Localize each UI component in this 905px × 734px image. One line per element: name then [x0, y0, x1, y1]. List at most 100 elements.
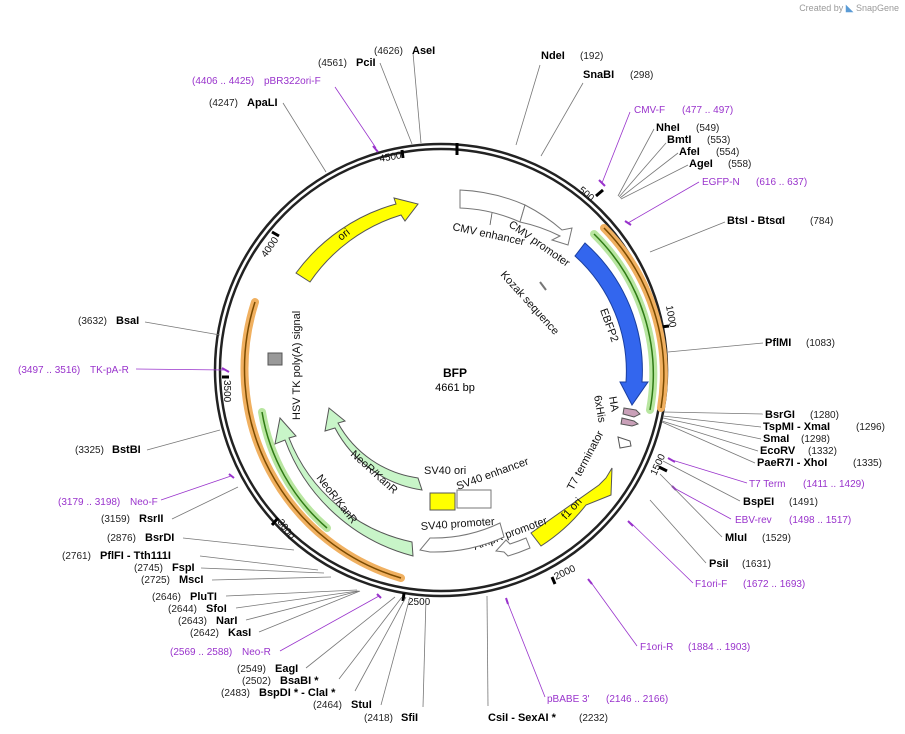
enzyme-bsrgi-pos: (1280): [810, 410, 839, 421]
enzyme-bmti-pos: (553): [707, 135, 730, 146]
primer-ebv-rev-name: EBV-rev: [735, 515, 772, 526]
feature-hsvtk-shape: [267, 352, 283, 366]
leader-msci: [211, 576, 332, 581]
leader-apali: [282, 102, 327, 173]
enzyme-kasi-pos: (2642): [190, 628, 219, 639]
leader-pflfi: [199, 555, 319, 571]
feature-sv40-promoter: SV40 promoter: [420, 516, 495, 533]
leader-pbabe3: [506, 600, 546, 698]
leader-bsai: [144, 321, 221, 336]
primer-mark-neo-f: [228, 473, 235, 479]
orf-neor-line: [243, 301, 402, 579]
primer-f1ori-r-name: F1ori-R: [640, 642, 673, 653]
tick-2000: 2000: [553, 563, 578, 583]
feature-ampr-promoter-shape: [494, 537, 531, 557]
enzyme-csii-pos: (2232): [579, 713, 608, 724]
enzyme-mlui-name: MluI: [725, 532, 747, 544]
leader-bsabi: [338, 596, 403, 680]
primer-mark-f1ori-f: [627, 520, 634, 527]
leader-asei: [412, 52, 422, 144]
primer-mark-t7-term: [667, 457, 676, 463]
feature-t7-terminator: T7 terminator: [565, 429, 606, 493]
leader-tk-pa-r: [135, 368, 226, 371]
enzyme-asei-name: AseI: [412, 45, 435, 57]
feature-6xhis-shape: [620, 417, 640, 427]
enzyme-psii-name: PsiI: [709, 558, 729, 570]
enzyme-labels: NdeI (192) SnaBI (298) NheI (549) BmtI (…: [62, 45, 885, 724]
primer-mark-pbr322ori-f: [372, 145, 379, 153]
enzyme-msci-name: MscI: [179, 574, 203, 586]
leader-eagi: [305, 596, 396, 669]
leader-tspmi: [662, 415, 762, 428]
leader-bsrgi: [663, 411, 764, 415]
enzyme-bstbi-pos: (3325): [75, 445, 104, 456]
enzyme-bspdi-pos: (2483): [221, 688, 250, 699]
feature-kozak: Kozak sequence: [498, 269, 561, 337]
primer-neo-f-name: Neo-F: [130, 497, 158, 508]
primer-leaders: [135, 86, 748, 698]
enzyme-apali-pos: (4247): [209, 98, 238, 109]
enzyme-bspei-pos: (1491): [789, 497, 818, 508]
enzyme-eagi-name: EagI: [275, 663, 298, 675]
enzyme-pcii-name: PciI: [356, 57, 376, 69]
enzyme-pflfi-name: PflFI - Tth111I: [100, 550, 171, 562]
feature-cmv-promoter-shape: [519, 204, 573, 246]
enzyme-apali-name: ApaLI: [247, 97, 278, 109]
leader-sfii: [422, 597, 427, 708]
tick-1500-mark: [658, 465, 668, 473]
leader-ecorv: [661, 420, 759, 452]
enzyme-stui-name: StuI: [351, 699, 372, 711]
enzyme-bsabi-name: BsaBI *: [280, 675, 319, 687]
leader-csii: [486, 595, 489, 707]
tick-500-mark: [595, 188, 604, 198]
enzyme-agei-pos: (558): [728, 159, 751, 170]
enzyme-smai-name: SmaI: [763, 433, 789, 445]
tick-4500-mark: [400, 149, 405, 159]
enzyme-fspi-pos: (2745): [134, 563, 163, 574]
enzyme-btsi-pos: (784): [810, 216, 833, 227]
feature-hsvtk: HSV TK poly(A) signal: [291, 311, 303, 420]
plasmid-size: 4661 bp: [435, 382, 475, 394]
credit-prefix: Created by: [799, 3, 844, 13]
primer-egfp-n-range: (616 .. 637): [756, 177, 807, 188]
leader-ebv-rev: [673, 487, 732, 520]
enzyme-leaders: [144, 52, 764, 708]
enzyme-pflmi-pos: (1083): [806, 338, 835, 349]
enzyme-bmti-name: BmtI: [667, 134, 691, 146]
feature-f1ori-shape: [530, 467, 613, 547]
leader-neo-f: [160, 475, 232, 501]
enzyme-btsi-name: BtsI - BtsαI: [727, 215, 785, 227]
enzyme-tspmi-pos: (1296): [856, 422, 885, 433]
enzyme-afei-pos: (554): [716, 147, 739, 158]
enzyme-ecorv-pos: (1332): [808, 446, 837, 457]
primer-mark-tk-pa-r: [221, 367, 230, 373]
enzyme-psii-pos: (1631): [742, 559, 771, 570]
enzyme-eagi-pos: (2549): [237, 664, 266, 675]
leader-rsrii: [171, 486, 239, 520]
enzyme-ndei-name: NdeI: [541, 50, 565, 62]
leader-smai: [662, 417, 762, 440]
enzyme-bsai-name: BsaI: [116, 315, 139, 327]
primer-neo-r-name: Neo-R: [242, 647, 271, 658]
leader-afei: [619, 152, 679, 199]
primer-f1ori-r-range: (1884 .. 1903): [688, 642, 750, 653]
leader-egfp-n: [627, 181, 700, 224]
enzyme-pluti-pos: (2646): [152, 592, 181, 603]
credit-brand: SnapGene: [855, 3, 899, 13]
leader-cmv-f: [601, 111, 631, 184]
enzyme-bspei-name: BspEI: [743, 496, 774, 508]
leader-btsi: [649, 221, 726, 253]
feature-ebfp2-shape: [574, 242, 649, 406]
leader-mlui: [659, 473, 723, 538]
enzyme-pcii-pos: (4561): [318, 58, 347, 69]
tick-3000: 3000: [275, 517, 297, 542]
enzyme-msci-pos: (2725): [141, 575, 170, 586]
leader-f1ori-r: [589, 580, 638, 647]
enzyme-nari-name: NarI: [216, 615, 237, 627]
enzyme-bspdi-name: BspDI * - ClaI *: [259, 687, 336, 699]
enzyme-sfoi-pos: (2644): [168, 604, 197, 615]
primer-tk-pa-r-name: TK-pA-R: [90, 365, 129, 376]
feature-sv40-promoter-shape: [419, 522, 505, 553]
primer-f1ori-f-name: F1ori-F: [695, 579, 727, 590]
enzyme-rsrii-name: RsrII: [139, 513, 163, 525]
